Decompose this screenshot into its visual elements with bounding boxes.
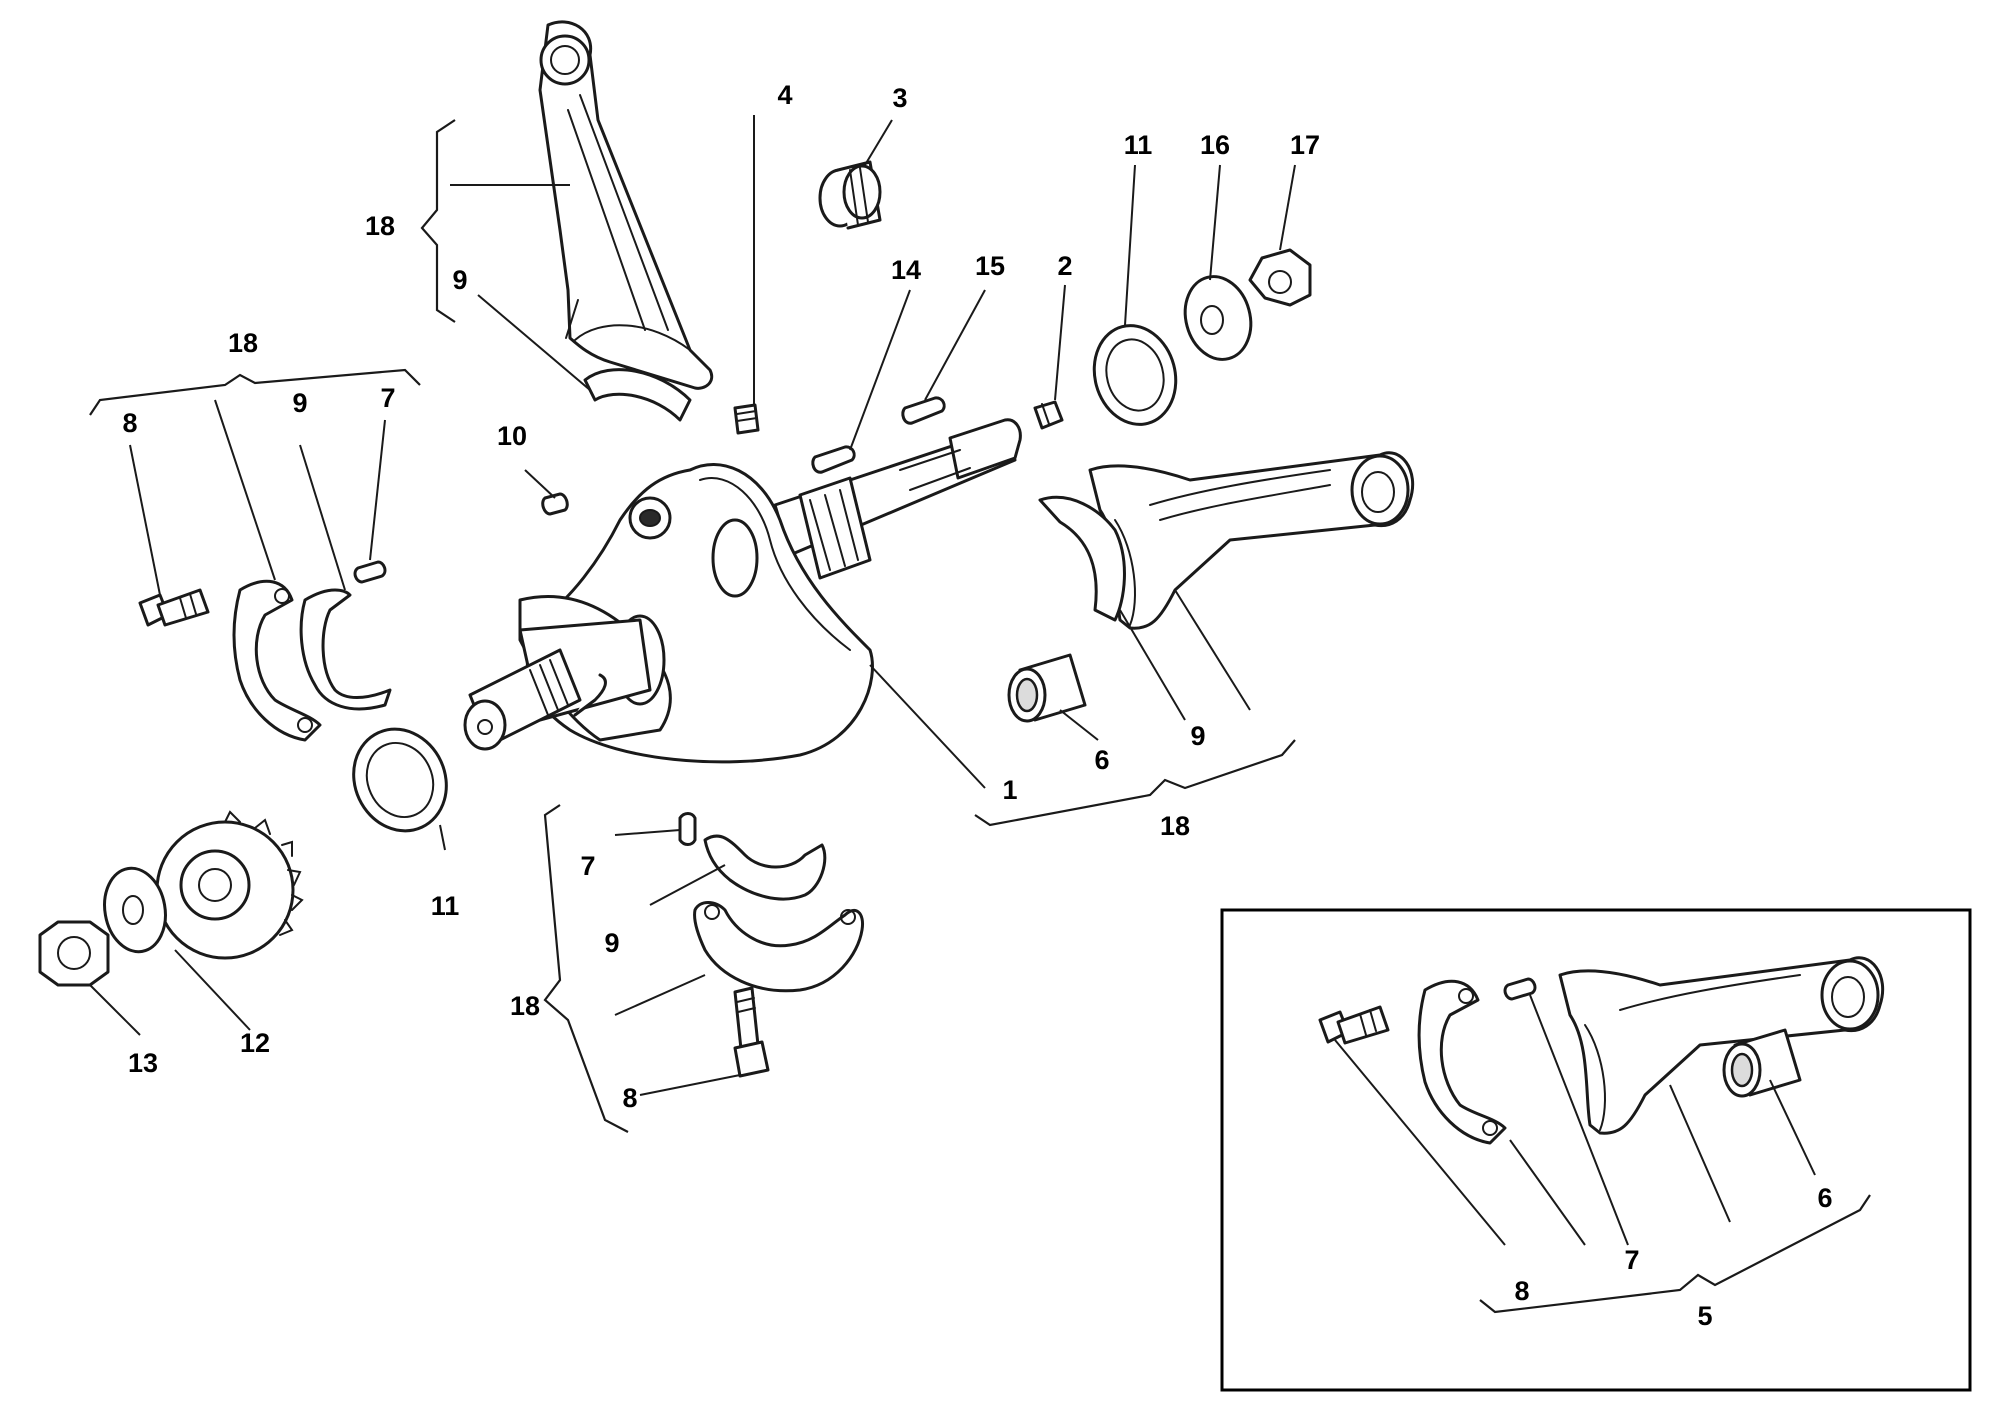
callout-13: 13	[128, 1048, 158, 1078]
hex-nut-17-icon	[1248, 248, 1312, 307]
callout-9-top: 9	[452, 265, 467, 295]
rod-cap-bottom-icon	[693, 901, 865, 993]
callout-14: 14	[891, 255, 921, 285]
plug-icon	[818, 160, 882, 230]
dowel-pin-inset-icon	[1503, 977, 1537, 1001]
connecting-rod-inset-icon	[1558, 956, 1885, 1135]
callout-18-bottom: 18	[510, 991, 540, 1021]
callout-9-right: 9	[1190, 721, 1205, 751]
hex-nut-13-icon	[38, 920, 110, 987]
bushing-6-main-icon	[1007, 653, 1087, 723]
callout-11-top: 11	[1124, 130, 1153, 160]
washer-16-icon	[1183, 275, 1253, 361]
callout-5: 5	[1697, 1301, 1712, 1331]
callout-15: 15	[975, 251, 1005, 281]
callout-3: 3	[892, 83, 907, 113]
callout-11-bottom: 11	[431, 891, 460, 921]
dowel-pin-left-icon	[353, 560, 387, 584]
key-14-icon	[811, 445, 856, 474]
bolt-bottom-icon	[733, 986, 770, 1078]
callout-4: 4	[777, 80, 792, 110]
bearing-shell-right-icon	[1038, 495, 1126, 622]
callout-8-left: 8	[122, 408, 137, 438]
grub-screw-4-icon	[733, 403, 760, 435]
callout-16: 16	[1200, 130, 1230, 160]
callout-9-left: 9	[292, 388, 307, 418]
dowel-pin-bottom-icon	[678, 812, 697, 846]
key-10-icon	[541, 492, 569, 516]
brace-groups	[89, 119, 1296, 1133]
callout-17: 17	[1290, 130, 1320, 160]
callout-7-left: 7	[380, 383, 395, 413]
callout-2: 2	[1057, 251, 1072, 281]
callout-12: 12	[240, 1028, 270, 1058]
connecting-rod-top-icon	[538, 20, 714, 390]
callout-18-right: 18	[1160, 811, 1190, 841]
washer-12-icon	[103, 866, 167, 954]
callout-labels: 18 9 4 3 14 15 2 11 16 17 18 8 9 7 10 1 …	[122, 80, 1832, 1331]
bearing-shell-top-icon	[583, 368, 692, 422]
bushing-inset-icon	[1722, 1028, 1802, 1098]
oil-seal-11-bottom-icon	[352, 727, 448, 833]
bolt-inset-icon	[1318, 1005, 1390, 1045]
callout-7-bottom: 7	[580, 851, 595, 881]
callout-8-inset: 8	[1514, 1276, 1529, 1306]
gear-icon	[155, 810, 304, 960]
callout-8-bottom: 8	[622, 1083, 637, 1113]
connecting-rod-right-icon	[1088, 451, 1415, 630]
callout-10: 10	[497, 421, 527, 451]
inset-panel	[1220, 908, 1972, 1392]
bearing-shell-bottom-icon	[703, 834, 827, 901]
rod-cap-inset-icon	[1417, 979, 1507, 1145]
callout-1: 1	[1002, 775, 1017, 805]
grub-screw-2-icon	[1033, 400, 1064, 430]
crankshaft-icon	[463, 418, 1022, 764]
bearing-shell-left-icon	[299, 588, 392, 711]
callout-7-inset: 7	[1624, 1245, 1639, 1275]
callout-6-inset: 6	[1817, 1183, 1832, 1213]
leader-lines	[89, 115, 1296, 1096]
callout-6-main: 6	[1094, 745, 1109, 775]
callout-18-left: 18	[228, 328, 258, 358]
bolt-left-icon	[138, 588, 210, 627]
callout-9-bottom: 9	[604, 928, 619, 958]
callout-18-top: 18	[365, 211, 395, 241]
key-15-icon	[901, 396, 946, 425]
rod-cap-left-icon	[232, 579, 322, 742]
oil-seal-11-top-icon	[1092, 324, 1178, 426]
